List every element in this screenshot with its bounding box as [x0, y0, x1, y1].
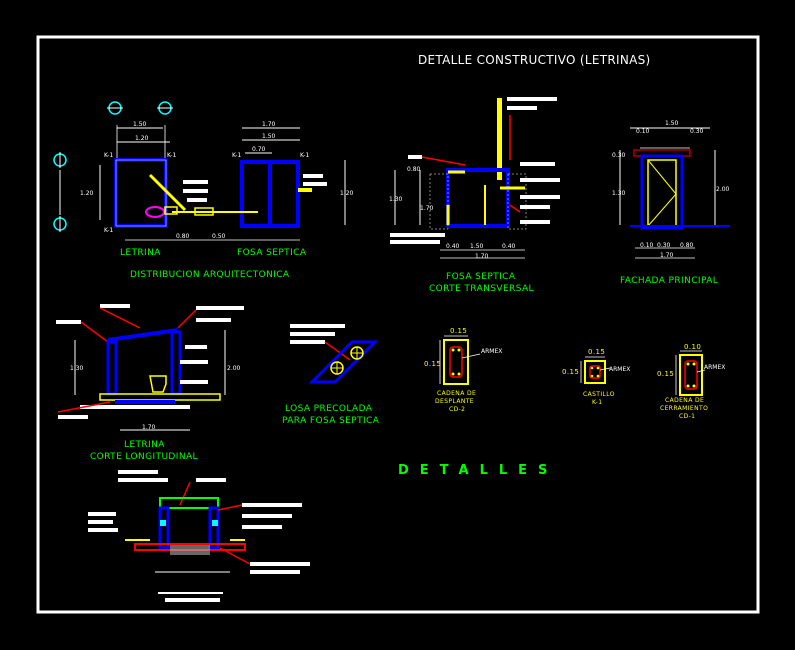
dim-fachada-right: 2.00	[716, 186, 730, 193]
detail-cd2-top-dim: 0.15	[450, 327, 468, 335]
caption-letrina-section-1: LETRINA	[124, 440, 165, 450]
detail-cd1-name1: CADENA DE	[665, 397, 705, 404]
detail-k1-name1: CASTILLO	[583, 391, 615, 398]
dim-fosa-top-3: 0.70	[252, 146, 266, 153]
dim-section-top: 0.80	[407, 166, 421, 173]
dim-k1-a: K-1	[104, 152, 114, 159]
dim-fosa-side: 1.20	[340, 190, 354, 197]
caption-losa-1: LOSA PRECOLADA	[285, 404, 373, 414]
caption-losa-2: PARA FOSA SEPTICA	[282, 416, 380, 426]
dim-fachada-top-2: 0.10	[636, 128, 650, 135]
dim-section-side-2: 1.70	[420, 205, 434, 212]
detail-cd2-code: CD-2	[449, 406, 466, 413]
caption-fosa-section-1: FOSA SEPTICA	[446, 272, 516, 282]
dim-fachada-left-1: 0.30	[612, 152, 626, 159]
fosa-septica-section	[390, 97, 560, 259]
dim-section-side-1: 1.30	[389, 196, 403, 203]
dim-fosa-bottom: 0.50	[212, 233, 226, 240]
detail-k1	[580, 356, 611, 384]
detail-cd2-name2: DESPLANTE	[435, 398, 474, 405]
dim-letrina-side: 1.20	[80, 190, 94, 197]
dim-letrina-bottom: 0.80	[176, 233, 190, 240]
dim-letrina-section-bottom: 1.70	[142, 424, 156, 431]
dim-fachada-left-2: 1.30	[612, 190, 626, 197]
dim-letrina-top-2: 1.20	[135, 135, 149, 142]
detail-cd2-tag: ARMEX	[481, 348, 503, 355]
detail-k1-side-dim: 0.15	[562, 368, 580, 376]
dim-fachada-top-1: 1.50	[665, 120, 679, 127]
dim-fosa-k1-b: K-1	[300, 152, 310, 159]
letrina-plan	[53, 101, 300, 241]
dim-fachada-bottom-4: 1.70	[660, 252, 674, 259]
dim-k1-b: K-1	[167, 152, 177, 159]
detail-k1-top-dim: 0.15	[588, 348, 606, 356]
dim-fachada-top-3: 0.30	[690, 128, 704, 135]
detail-cd1-tag: ARMEX	[704, 364, 726, 371]
detail-cd1	[675, 350, 706, 396]
caption-distribucion: DISTRIBUCION ARQUITECTONICA	[130, 270, 290, 280]
dim-fosa-k1-a: K-1	[232, 152, 242, 159]
caption-fosa-plan: FOSA SEPTICA	[237, 248, 307, 258]
letrina-section	[56, 304, 244, 431]
fosa-septica-plan	[230, 127, 346, 228]
drawing-frame	[36, 35, 760, 614]
detail-cd1-code: CD-1	[679, 413, 696, 420]
dim-letrina-top-1: 1.50	[133, 121, 147, 128]
detail-cd1-top-dim: 0.10	[684, 343, 702, 351]
dim-section-b3: 0.40	[502, 243, 516, 250]
detail-k1-tag: ARMEX	[609, 366, 631, 373]
dim-letrina-section-left: 1.30	[70, 365, 84, 372]
fachada-principal	[619, 127, 730, 259]
detail-cd1-side-dim: 0.15	[657, 370, 675, 378]
dim-k1-c: K-1	[104, 227, 114, 234]
caption-letrina-section-2: CORTE LONGITUDINAL	[90, 452, 198, 462]
caption-fosa-section-2: CORTE TRANSVERSAL	[429, 284, 534, 294]
detail-cd2	[439, 335, 481, 385]
dim-section-b4: 1.70	[475, 253, 489, 260]
dim-fosa-top-1: 1.70	[262, 121, 276, 128]
losa-precolada	[290, 324, 379, 384]
dim-fachada-bottom-2: 0.30	[657, 242, 671, 249]
caption-letrina-plan: LETRINA	[120, 248, 161, 258]
caption-fachada: FACHADA PRINCIPAL	[620, 276, 719, 286]
caption-detalles: DETALLES	[398, 463, 559, 478]
dim-section-b1: 0.40	[446, 243, 460, 250]
drawing-title: DETALLE CONSTRUCTIVO (LETRINAS)	[418, 53, 651, 67]
detail-cd1-name2: CERRAMIENTO	[660, 405, 709, 412]
foundation-section	[88, 470, 310, 602]
dim-letrina-section-right: 2.00	[227, 365, 241, 372]
dim-section-b2: 1.50	[470, 243, 484, 250]
detail-cd2-side-dim: 0.15	[424, 360, 442, 368]
detail-k1-code: K-1	[592, 399, 603, 406]
dim-fachada-bottom-3: 0.80	[680, 242, 694, 249]
dim-fachada-bottom-1: 0.10	[640, 242, 654, 249]
dim-fosa-top-2: 1.50	[262, 133, 276, 140]
detail-cd2-name1: CADENA DE	[437, 390, 477, 397]
